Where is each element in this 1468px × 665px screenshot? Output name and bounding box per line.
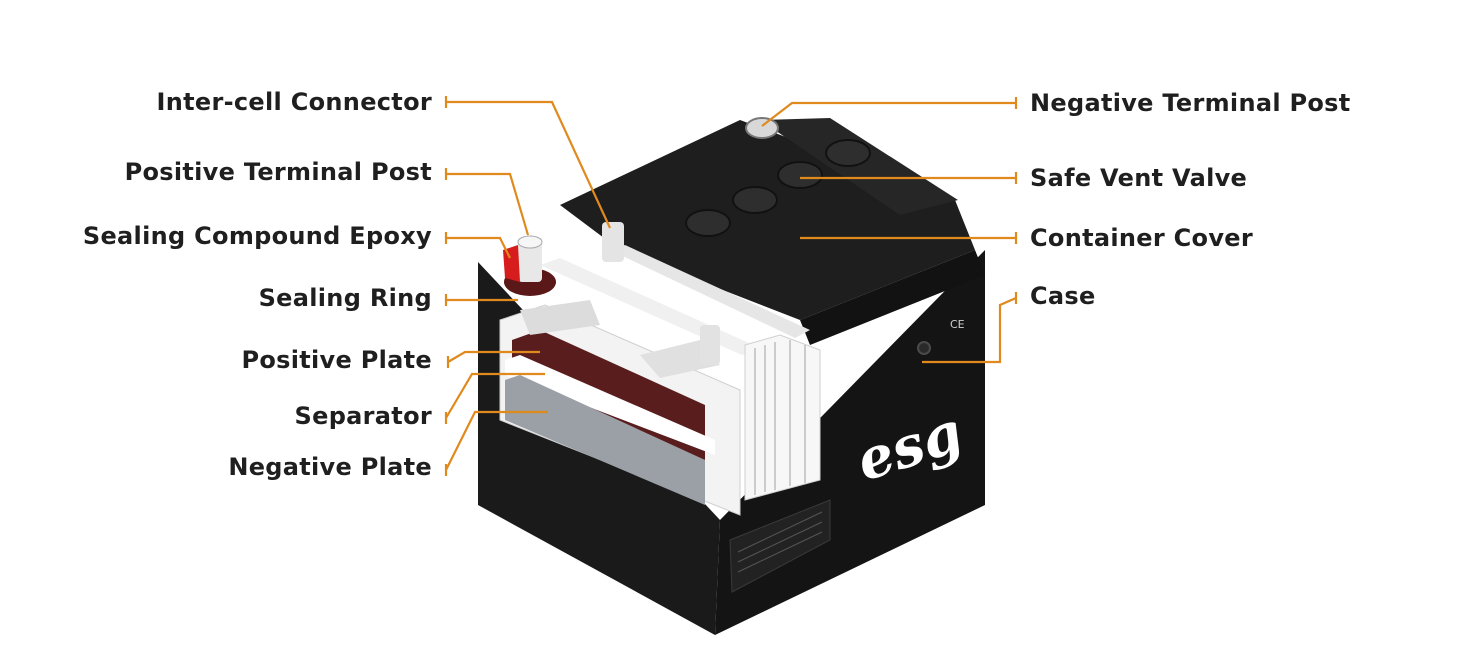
leader-negative-plate (445, 410, 548, 471)
leader-lines (444, 96, 1018, 476)
warning-label-line (737, 531, 823, 573)
positive-terminal-post (518, 240, 542, 282)
leader-inter-cell-connector (446, 100, 611, 229)
leader-case (922, 296, 1017, 364)
cell-wall (610, 245, 810, 338)
negative-terminal (745, 117, 779, 139)
label-positive-terminal-post: Positive Terminal Post (124, 158, 432, 186)
label-safe-vent-valve: Safe Vent Valve (1030, 164, 1248, 192)
inter-cell-connector-post (602, 222, 624, 262)
plate-stack-2 (744, 334, 821, 501)
label-sealing-ring: Sealing Ring (258, 284, 432, 312)
positive-terminal-top (517, 235, 543, 249)
cover-front-edge (800, 250, 985, 345)
cover-ridge (760, 118, 958, 215)
vent-cap (732, 186, 778, 214)
label-positive-plate: Positive Plate (241, 346, 432, 374)
label-container-cover: Container Cover (1030, 224, 1253, 252)
warning-label-line (737, 521, 823, 563)
leader-positive-terminal-post (446, 172, 530, 236)
ce-mark: CE (950, 318, 965, 331)
separator (505, 355, 715, 455)
negative-plate (505, 375, 705, 505)
connector-post (700, 325, 720, 365)
warning-label-plate (729, 499, 831, 593)
leader-separator (445, 372, 545, 419)
leader-negative-terminal-post (761, 101, 1016, 127)
label-separator: Separator (294, 402, 432, 430)
leader-positive-plate (447, 350, 540, 363)
label-negative-terminal-post: Negative Terminal Post (1030, 89, 1351, 117)
vent-cap (685, 209, 731, 237)
case-screw (917, 341, 931, 355)
label-negative-plate: Negative Plate (228, 453, 432, 481)
inter-cell-connector (520, 300, 600, 335)
label-case: Case (1030, 282, 1096, 310)
label-sealing-compound-epoxy: Sealing Compound Epoxy (82, 222, 432, 250)
warning-label-line (737, 511, 823, 553)
vent-cap (777, 161, 823, 189)
leader-sealing-compound-epoxy (446, 236, 511, 259)
vent-cap (825, 139, 871, 167)
label-inter-cell-connector: Inter-cell Connector (156, 88, 432, 116)
